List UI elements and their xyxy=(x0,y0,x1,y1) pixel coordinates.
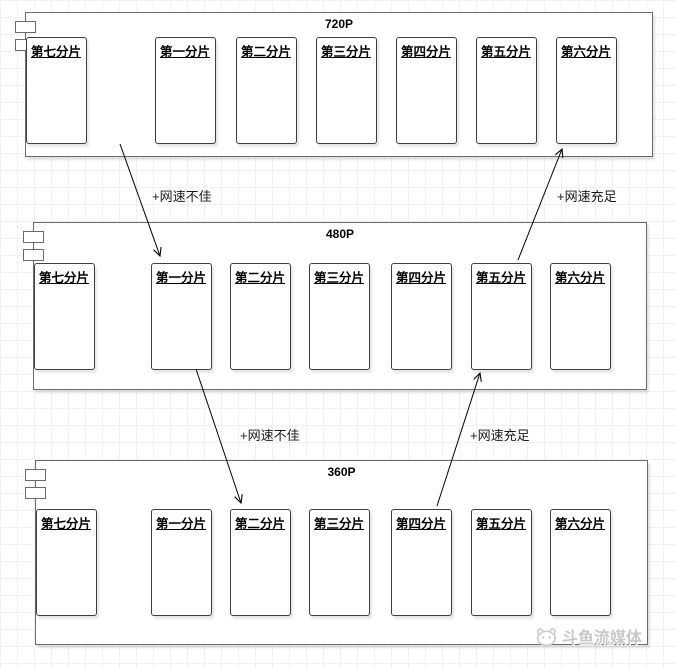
segment-label: 第六分片 xyxy=(561,45,612,59)
uml-component-icon xyxy=(15,21,36,33)
transition-label-good-network-2: +网速充足 xyxy=(470,428,530,443)
segment-box: 第一分片 xyxy=(151,509,212,616)
segment-label: 第一分片 xyxy=(160,45,211,59)
segment-label: 第二分片 xyxy=(241,45,292,59)
uml-component-icon xyxy=(23,231,44,243)
resolution-band-720p: 720P 第一分片 第二分片 第三分片 第四分片 第五分片 第六分片 第七分片 xyxy=(15,12,653,157)
segment-label: 第一分片 xyxy=(156,271,207,285)
uml-component-icon xyxy=(25,487,46,499)
segment-label: 第四分片 xyxy=(396,271,447,285)
segment-box: 第六分片 xyxy=(550,263,611,370)
segment-box: 第四分片 xyxy=(391,263,452,370)
segment-box: 第三分片 xyxy=(316,37,377,144)
segment-label: 第一分片 xyxy=(156,517,207,531)
segment-label: 第六分片 xyxy=(555,271,606,285)
band-title-480p: 480P xyxy=(325,227,355,241)
segment-box: 第六分片 xyxy=(550,509,611,616)
segment-box: 第三分片 xyxy=(309,509,370,616)
segment-box: 第一分片 xyxy=(151,263,212,370)
segment-label: 第二分片 xyxy=(235,271,286,285)
segment-box: 第七分片 xyxy=(36,509,97,616)
segment-box: 第二分片 xyxy=(236,37,297,144)
segment-label: 第六分片 xyxy=(555,517,606,531)
segment-label: 第五分片 xyxy=(481,45,532,59)
segment-label: 第三分片 xyxy=(321,45,372,59)
transition-label-bad-network-2: +网速不佳 xyxy=(240,428,300,443)
transition-label-bad-network-1: +网速不佳 xyxy=(152,189,212,204)
watermark-text: 斗鱼流媒体 xyxy=(562,630,643,647)
segment-label: 第四分片 xyxy=(396,517,447,531)
segment-box: 第一分片 xyxy=(155,37,216,144)
segment-label: 第三分片 xyxy=(314,271,365,285)
segment-label: 第四分片 xyxy=(401,45,452,59)
segment-box: 第七分片 xyxy=(34,263,95,370)
segment-label: 第三分片 xyxy=(314,517,365,531)
segment-box: 第四分片 xyxy=(391,509,452,616)
segment-box: 第六分片 xyxy=(556,37,617,144)
segment-label: 第七分片 xyxy=(41,517,92,531)
band-title-360p: 360P xyxy=(327,465,356,479)
segment-box: 第二分片 xyxy=(230,263,291,370)
segment-box: 第二分片 xyxy=(230,509,291,616)
uml-component-icon xyxy=(25,469,46,481)
segment-box: 第四分片 xyxy=(396,37,457,144)
segment-label: 第七分片 xyxy=(31,45,82,59)
resolution-band-480p: 480P 第一分片 第二分片 第三分片 第四分片 第五分片 第六分片 第七分片 xyxy=(23,222,647,390)
segment-label: 第七分片 xyxy=(39,271,90,285)
segment-label: 第五分片 xyxy=(476,517,527,531)
watermark: 斗鱼流媒体 xyxy=(534,624,642,648)
uml-component-icon xyxy=(23,249,44,261)
band-title-720p: 720P xyxy=(324,17,354,31)
resolution-band-360p: 360P 第一分片 第二分片 第三分片 第四分片 第五分片 第六分片 第七分片 xyxy=(25,460,648,645)
segment-box: 第五分片 xyxy=(476,37,537,144)
segment-box: 第三分片 xyxy=(309,263,370,370)
segment-box: 第五分片 xyxy=(471,509,532,616)
segment-box: 第七分片 xyxy=(26,37,87,144)
segment-label: 第二分片 xyxy=(235,517,286,531)
segment-label: 第五分片 xyxy=(476,271,527,285)
douyu-logo-icon xyxy=(534,626,558,647)
segment-box: 第五分片 xyxy=(471,263,532,370)
transition-label-good-network-1: +网速充足 xyxy=(557,189,617,204)
